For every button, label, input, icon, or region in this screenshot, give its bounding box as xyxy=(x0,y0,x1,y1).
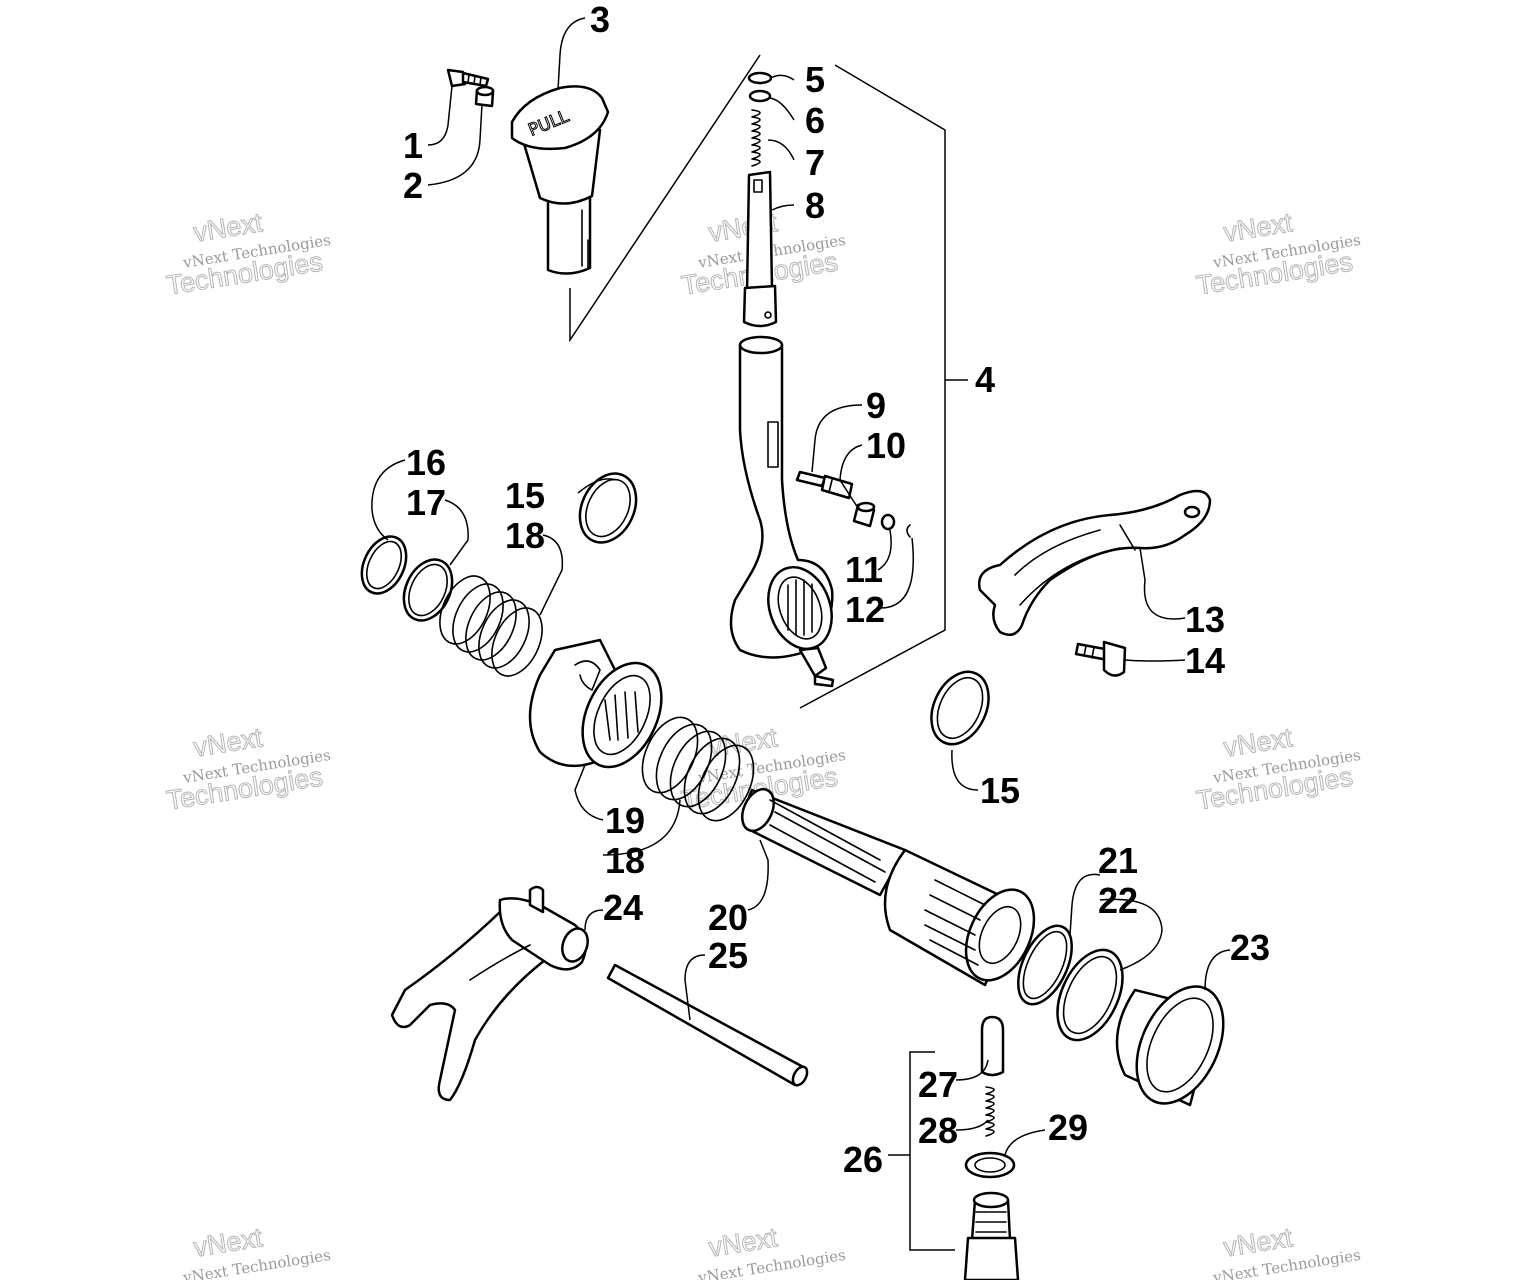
label-part-6: 6 xyxy=(805,100,825,141)
part-24-shift-fork xyxy=(390,885,589,1102)
label-part-14: 14 xyxy=(1185,640,1225,681)
label-part-29: 29 xyxy=(1048,1107,1088,1148)
label-part-24: 24 xyxy=(603,887,643,928)
label-part-28: 28 xyxy=(918,1110,958,1151)
part-10-bushing xyxy=(852,501,876,528)
label-part-15-lower: 15 xyxy=(980,770,1020,811)
watermark: vNext vNext Technologies xyxy=(1211,1222,1362,1280)
label-part-16: 16 xyxy=(406,442,446,483)
part-2-spacer xyxy=(474,85,495,108)
part-13-bracket xyxy=(977,489,1212,637)
label-part-11: 11 xyxy=(845,549,883,590)
watermark: vNext vNext Technologies Technologies xyxy=(1194,207,1362,301)
part-9-pin xyxy=(795,470,854,500)
part-labels: 1 2 3 4 5 6 7 8 9 10 11 12 13 14 15 15 1… xyxy=(403,0,1270,1180)
watermark: vNext vNext Technologies Technologies xyxy=(164,207,332,301)
label-part-4: 4 xyxy=(975,359,995,400)
part-14-bolt xyxy=(1074,640,1127,677)
label-part-7: 7 xyxy=(805,142,825,183)
part-3-pull-knob: PULL xyxy=(510,85,610,275)
label-part-12: 12 xyxy=(845,589,885,630)
label-part-20: 20 xyxy=(708,897,748,938)
label-part-22: 22 xyxy=(1098,880,1138,921)
label-part-1: 1 xyxy=(403,125,423,166)
part-5-washer xyxy=(747,71,773,85)
detent-plug xyxy=(963,1191,1020,1280)
label-part-17: 17 xyxy=(406,482,446,523)
part-28-spring xyxy=(985,1086,995,1137)
watermark: vNext vNext Technologies xyxy=(181,1222,332,1280)
part-8-rod xyxy=(742,170,778,328)
watermark: vNext vNext Technologies xyxy=(696,1222,847,1280)
part-6-washer xyxy=(748,89,772,103)
shift-lever xyxy=(729,335,835,688)
part-23-bearing xyxy=(1115,985,1225,1107)
label-part-18-upper: 18 xyxy=(505,515,545,556)
part-1-bolt xyxy=(446,68,490,88)
label-part-15-upper: 15 xyxy=(505,475,545,516)
label-part-18-lower: 18 xyxy=(605,840,645,881)
label-part-8: 8 xyxy=(805,185,825,226)
assembly-bracket-26 xyxy=(888,1051,955,1251)
part-25-rod xyxy=(606,963,809,1087)
label-part-25: 25 xyxy=(708,935,748,976)
label-part-3: 3 xyxy=(590,0,610,40)
part-20-splined-shaft xyxy=(741,787,1036,987)
part-21-snap-ring xyxy=(1017,924,1073,1006)
label-part-23: 23 xyxy=(1230,927,1270,968)
part-11-washer xyxy=(880,513,896,531)
part-18-spring-lower xyxy=(641,716,755,822)
assembly-bracket-4 xyxy=(569,54,968,709)
label-part-26: 26 xyxy=(843,1139,883,1180)
part-19-sleeve xyxy=(528,638,663,769)
label-part-10: 10 xyxy=(866,425,906,466)
part-27-detent-plunger xyxy=(980,1015,1005,1077)
part-16-snap-ring xyxy=(360,535,408,595)
label-part-5: 5 xyxy=(805,59,825,100)
leader-lines xyxy=(371,17,1231,1156)
part-22-washer xyxy=(1056,948,1124,1042)
label-part-21: 21 xyxy=(1098,840,1138,881)
label-part-27: 27 xyxy=(918,1064,958,1105)
part-15-snap-ring-lower xyxy=(930,670,990,746)
part-7-spring xyxy=(751,109,761,167)
label-part-9: 9 xyxy=(866,385,886,426)
label-part-13: 13 xyxy=(1185,599,1225,640)
part-17-washer xyxy=(402,558,454,622)
part-29-washer xyxy=(964,1151,1016,1179)
label-part-2: 2 xyxy=(403,165,423,206)
watermark: vNext vNext Technologies Technologies xyxy=(1194,722,1362,816)
part-18-spring-upper xyxy=(439,575,543,677)
part-15-snap-ring-upper xyxy=(578,472,638,544)
watermark: vNext vNext Technologies Technologies xyxy=(164,722,332,816)
part-12-clip xyxy=(906,524,911,538)
label-part-19: 19 xyxy=(605,800,645,841)
